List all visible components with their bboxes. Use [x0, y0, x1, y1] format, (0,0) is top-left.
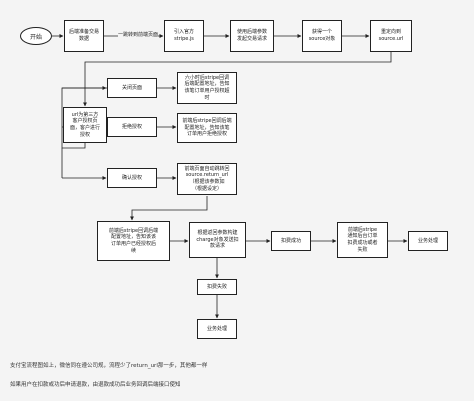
node-prepare-data: 后端准备交易 数据 — [64, 20, 104, 52]
node-confirm-auth: 确认授权 — [107, 168, 157, 188]
edge-redirect-thirdparty — [83, 52, 392, 107]
edge-confirm-callback — [130, 196, 208, 221]
node-redirect-url: 重定向到 source.url — [370, 20, 412, 52]
note-line-1: 支付宝流程图如上，微信同在遵公司规，流程少了return_url那一步，其他都一… — [10, 363, 208, 369]
node-reject-auth: 拒绝授权 — [107, 117, 157, 137]
edge-label-redirect: 一跳转到前端页面 — [118, 32, 159, 38]
node-reject-result: 前端后stripe回调后端 配置地址，告知该笔 订单用户拒绝授权 — [177, 113, 237, 143]
node-callback-authorized: 前端后stripe回调后端 配置地址，告知该该 订单用户已经授权后 续 — [97, 221, 170, 261]
node-deduct-success: 扣费成功 — [271, 231, 311, 251]
node-business-process: 业务处理 — [408, 231, 448, 251]
node-create-request: 使用后端参数 发起交易请求 — [230, 20, 274, 52]
start-node: 开始 — [20, 27, 52, 45]
node-close-page: 关闭页面 — [107, 78, 157, 98]
node-notify-result: 前端后stripe 通知后台订单 扣费成功或者 失败 — [337, 222, 388, 258]
node-build-charge: 根据返回参数构建 charge对象发送扣 款请求 — [189, 222, 246, 258]
node-close-result: 六小时后stripe回调 后端配置地址，告知 该笔订单用户授权超 时 — [177, 72, 237, 104]
node-deduct-fail: 扣费失败 — [197, 279, 237, 295]
node-third-party-auth: url为第三方 客户授权页 面，客户进行 授权 — [63, 107, 107, 143]
node-confirm-result: 前端页面自动跳转回 source.return_url （根据该参数如 （根据设… — [177, 163, 237, 195]
note-line-2: 如果用户在扣款或功后申请退款，由退款成功后业务回调后端接口使知 — [10, 382, 181, 388]
node-get-source: 获得一个 source对象 — [302, 20, 342, 52]
node-import-stripe: 引入官方 stripe.js — [164, 20, 204, 52]
node-business-process-2: 业务处理 — [197, 319, 237, 339]
